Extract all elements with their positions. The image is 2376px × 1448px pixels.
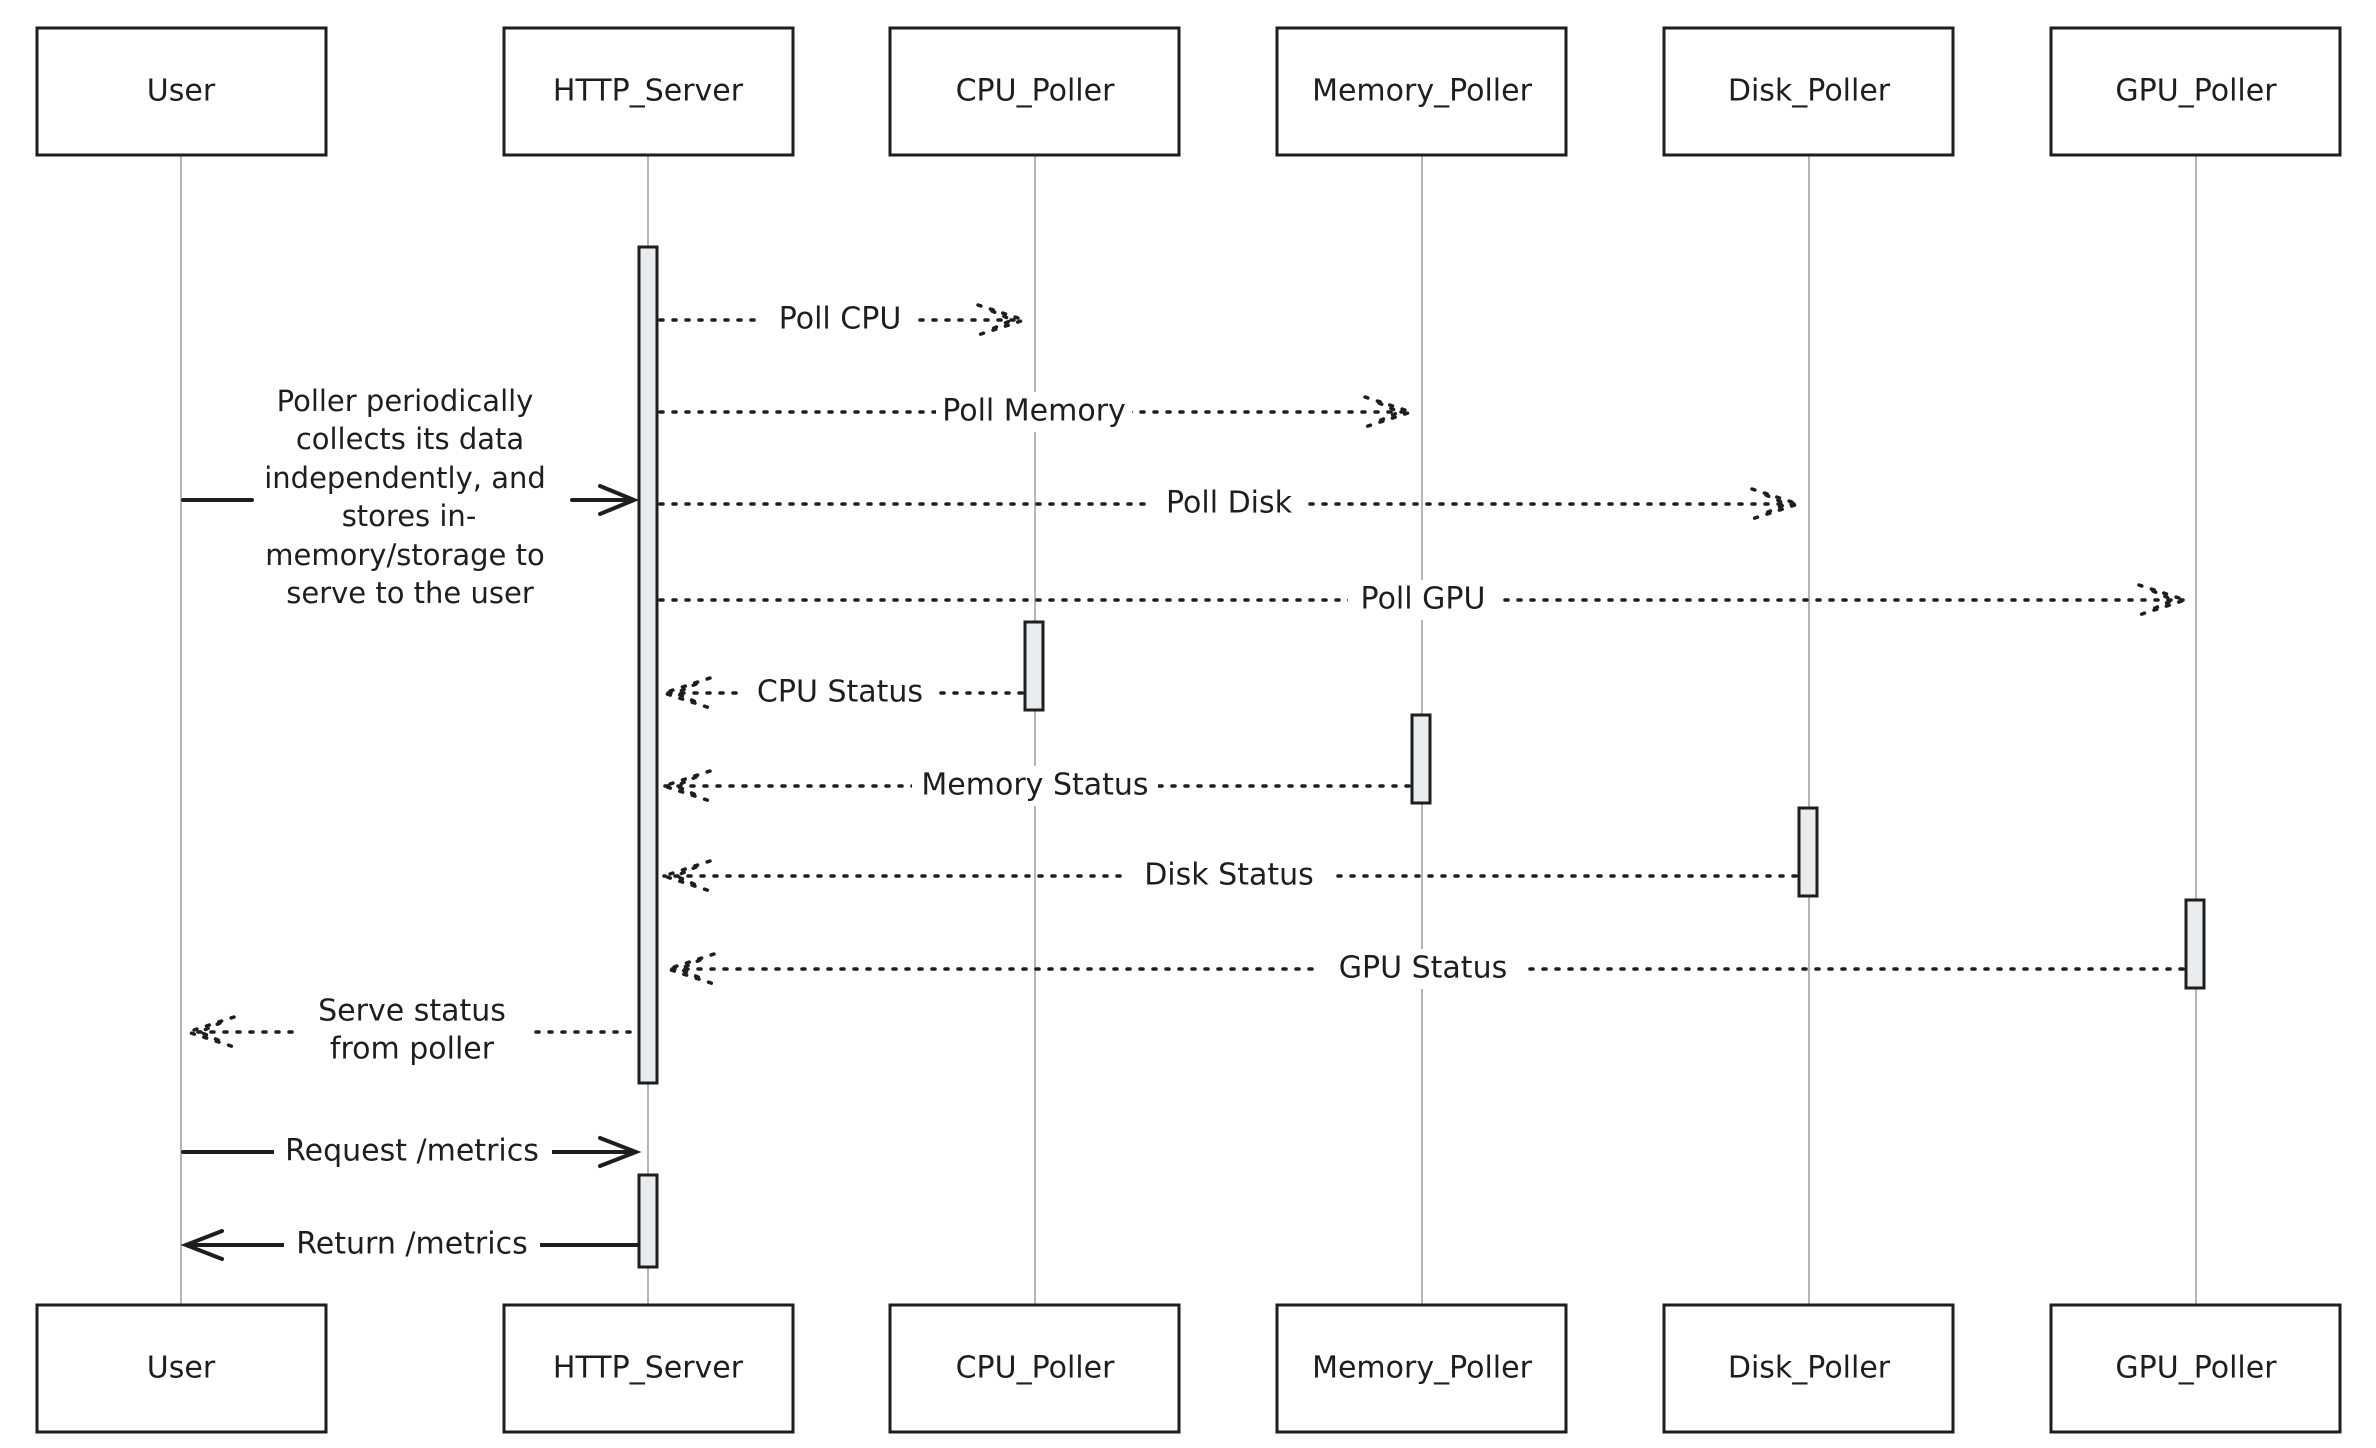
activations bbox=[637, 245, 2206, 1269]
message-label: Disk Status bbox=[1144, 858, 1314, 893]
message-label: Poll CPU bbox=[779, 302, 902, 337]
message-poll-cpu[interactable]: Poll CPU bbox=[658, 300, 1030, 340]
message-cpu-status[interactable]: CPU Status bbox=[658, 673, 1024, 713]
note-line-3: independently, and bbox=[264, 461, 546, 495]
message-disk-status[interactable]: Disk Status bbox=[658, 856, 1798, 896]
participant-box-cpu-poller-bottom[interactable]: CPU_Poller bbox=[888, 1303, 1181, 1434]
arrowhead-open-icon bbox=[598, 1136, 642, 1168]
participant-box-user-bottom[interactable]: User bbox=[35, 1303, 328, 1434]
message-label-bg bbox=[762, 300, 918, 340]
message-label: Memory Status bbox=[921, 768, 1148, 803]
note-line-4: stores in- bbox=[342, 499, 477, 533]
message-request-metrics[interactable]: Request /metrics bbox=[181, 1132, 642, 1172]
note-arrow[interactable]: Poller periodically collects its data in… bbox=[181, 384, 640, 610]
activation-memory-poller bbox=[1410, 713, 1432, 805]
participant-label: User bbox=[147, 1351, 216, 1386]
participant-label: Memory_Poller bbox=[1312, 74, 1533, 109]
message-label-line-2: from poller bbox=[330, 1032, 495, 1067]
message-label-bg bbox=[1152, 484, 1306, 524]
activation-http-server-request bbox=[637, 1173, 659, 1269]
participant-box-memory-poller[interactable]: Memory_Poller bbox=[1275, 26, 1568, 157]
participant-box-http-server[interactable]: HTTP_Server bbox=[502, 26, 795, 157]
participant-box-memory-poller-bottom[interactable]: Memory_Poller bbox=[1275, 1303, 1568, 1434]
participants-top: User HTTP_Server CPU_Poller Memory_Polle… bbox=[35, 26, 2342, 157]
participant-box-user[interactable]: User bbox=[35, 26, 328, 157]
message-label-bg bbox=[742, 673, 938, 713]
participants-bottom: User HTTP_Server CPU_Poller Memory_Polle… bbox=[35, 1303, 2342, 1434]
message-label: Poll Disk bbox=[1166, 486, 1293, 521]
activation-cpu-poller bbox=[1023, 620, 1045, 712]
participant-box-disk-poller[interactable]: Disk_Poller bbox=[1662, 26, 1955, 157]
note-line-2: collects its data bbox=[296, 422, 524, 456]
participant-box-cpu-poller[interactable]: CPU_Poller bbox=[888, 26, 1181, 157]
participant-label: Disk_Poller bbox=[1728, 74, 1891, 109]
message-label-bg bbox=[912, 766, 1158, 806]
message-label-bg bbox=[1318, 949, 1528, 989]
participant-box-gpu-poller[interactable]: GPU_Poller bbox=[2049, 26, 2342, 157]
activation-http-server-main bbox=[637, 245, 659, 1085]
message-label-bg bbox=[936, 392, 1132, 432]
participant-label: GPU_Poller bbox=[2115, 1351, 2277, 1386]
participant-label: User bbox=[147, 74, 216, 109]
message-label-bg bbox=[1124, 856, 1334, 896]
message-label: Poll GPU bbox=[1361, 582, 1486, 617]
participant-label: Disk_Poller bbox=[1728, 1351, 1891, 1386]
message-label-line-1: Serve status bbox=[318, 994, 506, 1029]
message-memory-status[interactable]: Memory Status bbox=[658, 766, 1411, 806]
participant-box-gpu-poller-bottom[interactable]: GPU_Poller bbox=[2049, 1303, 2342, 1434]
note-line-6: serve to the user bbox=[286, 576, 534, 610]
participant-label: GPU_Poller bbox=[2115, 74, 2277, 109]
participant-box-http-server-bottom[interactable]: HTTP_Server bbox=[502, 1303, 795, 1434]
note-line-5: memory/storage to bbox=[265, 538, 544, 572]
participant-label: HTTP_Server bbox=[553, 1351, 744, 1386]
message-gpu-status[interactable]: GPU Status bbox=[662, 949, 2185, 989]
participant-label: CPU_Poller bbox=[956, 74, 1115, 109]
message-poll-gpu[interactable]: Poll GPU bbox=[658, 580, 2191, 620]
message-label-bg bbox=[298, 988, 528, 1072]
message-label: Request /metrics bbox=[285, 1134, 539, 1169]
participant-label: HTTP_Server bbox=[553, 74, 744, 109]
arrowhead-open-icon bbox=[598, 484, 640, 516]
message-label: GPU Status bbox=[1339, 951, 1507, 986]
messages: Poll CPU Poll Memory Poll Disk Poll GPU bbox=[180, 300, 2191, 1265]
message-poll-disk[interactable]: Poll Disk bbox=[658, 484, 1804, 524]
message-label: CPU Status bbox=[757, 675, 923, 710]
message-serve-status[interactable]: Serve status from poller bbox=[182, 988, 632, 1072]
message-label: Return /metrics bbox=[296, 1227, 527, 1262]
message-label-bg bbox=[274, 1132, 552, 1172]
participant-box-disk-poller-bottom[interactable]: Disk_Poller bbox=[1662, 1303, 1955, 1434]
message-label-bg bbox=[1348, 580, 1500, 620]
participant-label: Memory_Poller bbox=[1312, 1351, 1533, 1386]
activation-gpu-poller bbox=[2184, 898, 2206, 990]
activation-disk-poller bbox=[1797, 806, 1819, 898]
note-line-1: Poller periodically bbox=[277, 384, 534, 418]
arrowhead-open-icon bbox=[180, 1229, 224, 1261]
message-return-metrics[interactable]: Return /metrics bbox=[180, 1225, 639, 1265]
message-label: Poll Memory bbox=[942, 394, 1126, 429]
message-poll-memory[interactable]: Poll Memory bbox=[658, 392, 1417, 432]
participant-label: CPU_Poller bbox=[956, 1351, 1115, 1386]
message-label-bg bbox=[284, 1225, 540, 1265]
